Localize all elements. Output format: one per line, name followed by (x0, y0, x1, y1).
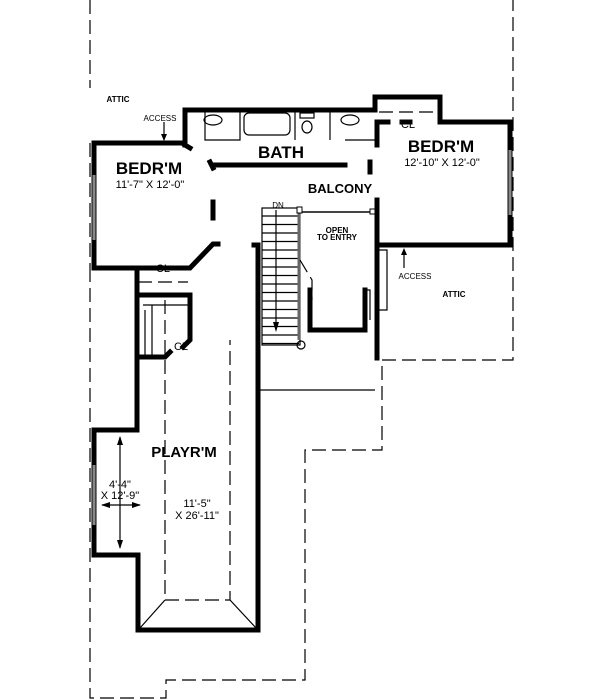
alcove-size-line2: X 12'-9" (101, 490, 140, 502)
attic-outline (89, 0, 514, 699)
playroom-size-line2: X 26'-11" (175, 510, 219, 522)
bedroom-right-size: 12'-10" X 12'-0" (404, 157, 480, 169)
closet-left-label: CL (156, 263, 170, 275)
bedroom-left-label: BEDR'M (116, 159, 182, 178)
alcove-size-line1: 4'-4" (109, 479, 131, 491)
walls (91, 94, 513, 633)
stairs[interactable] (261, 207, 306, 350)
arrow-up-icon (401, 248, 407, 255)
access-left-label: ACCESS (144, 114, 177, 123)
open-to-entry-line1: OPEN (326, 226, 349, 235)
access-right-label: ACCESS (399, 272, 432, 281)
attic-left-label: ATTIC (107, 95, 130, 104)
bedroom-right-label: BEDR'M (408, 137, 474, 156)
arrow-down-icon (161, 134, 167, 141)
attic-right-label: ATTIC (443, 290, 466, 299)
closet-right-label: CL (401, 119, 415, 131)
windows (92, 142, 512, 525)
balcony-rail (296, 206, 376, 333)
stairs-down-label: DN (272, 201, 284, 210)
playroom-label: PLAYR'M (151, 444, 217, 461)
playroom-ceiling (101, 300, 257, 629)
balcony-label: BALCONY (308, 181, 373, 196)
bath-label: BATH (258, 143, 304, 162)
arrow-down-icon (273, 322, 279, 332)
bedroom-left-size: 11'-7" X 12'-0" (116, 179, 185, 191)
open-to-entry-line2: TO ENTRY (317, 233, 358, 242)
playroom-size-line1: 11'-5" (183, 498, 210, 510)
closet-hall-label: CL (174, 341, 188, 353)
